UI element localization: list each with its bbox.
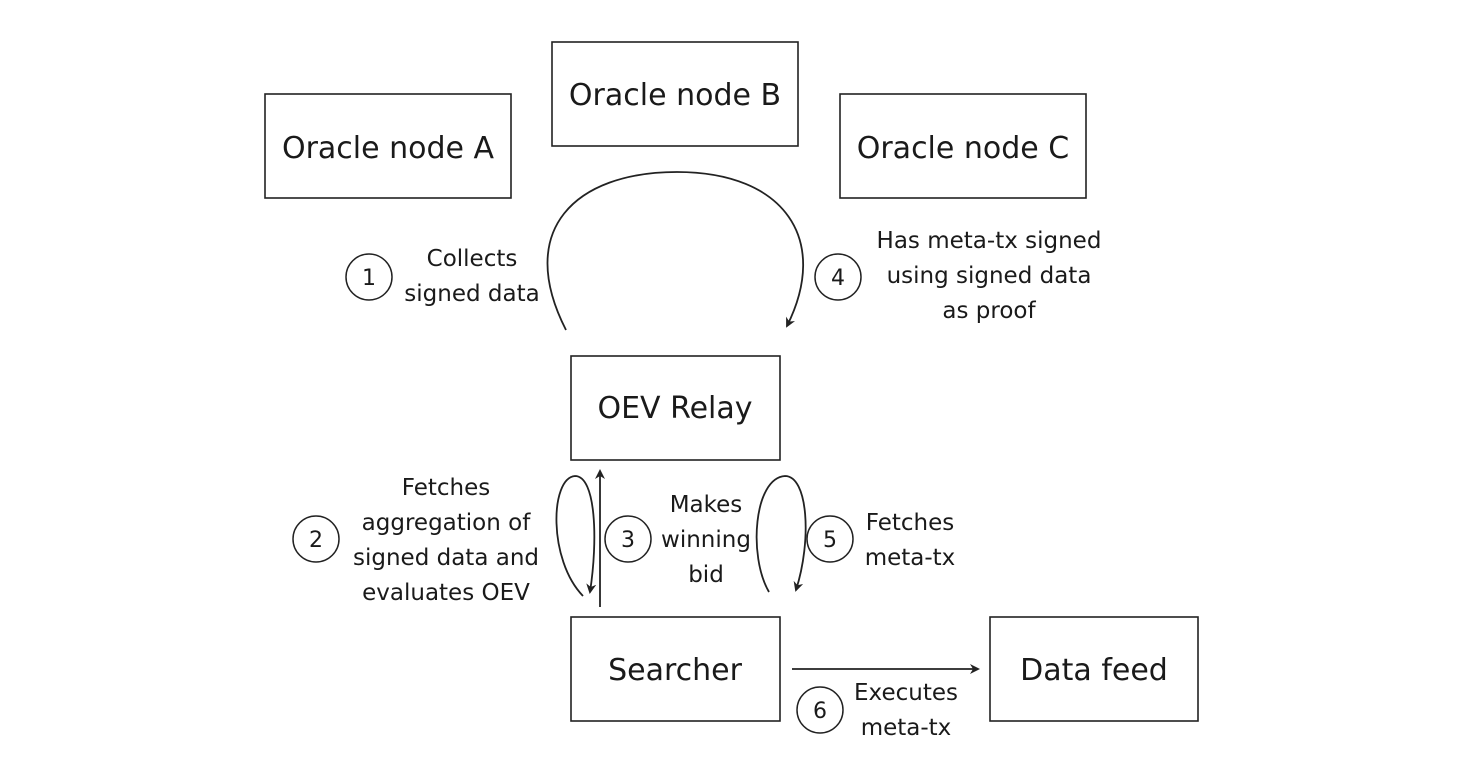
step-5-line-2: meta-tx (865, 545, 956, 571)
step-6-number: 6 (813, 699, 827, 724)
step-2-number: 2 (309, 528, 323, 553)
step-5-line-1: Fetches (866, 510, 955, 536)
searcher-box: Searcher (570, 616, 781, 722)
step-3-number: 3 (621, 528, 635, 553)
step-6-badge: 6 (796, 686, 844, 734)
step-5-number: 5 (823, 528, 837, 553)
step-1-number: 1 (362, 266, 376, 291)
step-3-badge: 3 (604, 515, 652, 563)
step-4-badge: 4 (814, 253, 862, 301)
oracle-node-a-label: Oracle node A (282, 131, 495, 166)
oracle-node-b-label: Oracle node B (569, 78, 781, 113)
step-2-line-4: evaluates OEV (362, 580, 530, 606)
step-3-line-2: winning (661, 527, 751, 553)
step-4-line-2: using signed data (887, 263, 1092, 289)
step-3-line-1: Makes (670, 492, 743, 518)
step-1-badge: 1 (345, 253, 393, 301)
data-feed-box: Data feed (989, 616, 1199, 722)
step-1-description: Collects signed data (404, 246, 539, 307)
fetch-aggregation-arrow (555, 475, 597, 597)
step-1-line-2: signed data (404, 281, 539, 307)
searcher-label: Searcher (608, 653, 743, 688)
step-4-description: Has meta-tx signed using signed data as … (877, 228, 1102, 324)
oracle-node-b-box: Oracle node B (551, 41, 799, 147)
step-2-line-3: signed data and (353, 545, 539, 571)
step-2-badge: 2 (292, 515, 340, 563)
step-2-line-2: aggregation of (362, 510, 532, 536)
collect-and-sign-loop-arrow (546, 171, 804, 331)
step-4-number: 4 (831, 266, 845, 291)
step-6-line-1: Executes (854, 680, 958, 706)
step-6-description: Executes meta-tx (854, 680, 958, 741)
step-6-line-2: meta-tx (861, 715, 952, 741)
step-2-description: Fetches aggregation of signed data and e… (353, 475, 539, 606)
step-4-line-3: as proof (942, 298, 1036, 324)
step-5-badge: 5 (806, 515, 854, 563)
oev-relay-box: OEV Relay (570, 355, 781, 461)
step-4-line-1: Has meta-tx signed (877, 228, 1102, 254)
step-5-description: Fetches meta-tx (865, 510, 956, 571)
oracle-node-a-box: Oracle node A (264, 93, 512, 199)
fetch-meta-tx-arrow (755, 475, 807, 593)
oracle-node-c-label: Oracle node C (857, 131, 1070, 166)
oracle-node-c-box: Oracle node C (839, 93, 1087, 199)
step-3-line-3: bid (688, 562, 724, 588)
step-2-line-1: Fetches (402, 475, 491, 501)
step-3-description: Makes winning bid (661, 492, 751, 588)
oev-relay-label: OEV Relay (597, 391, 752, 426)
step-1-line-1: Collects (427, 246, 518, 272)
data-feed-label: Data feed (1020, 653, 1168, 688)
